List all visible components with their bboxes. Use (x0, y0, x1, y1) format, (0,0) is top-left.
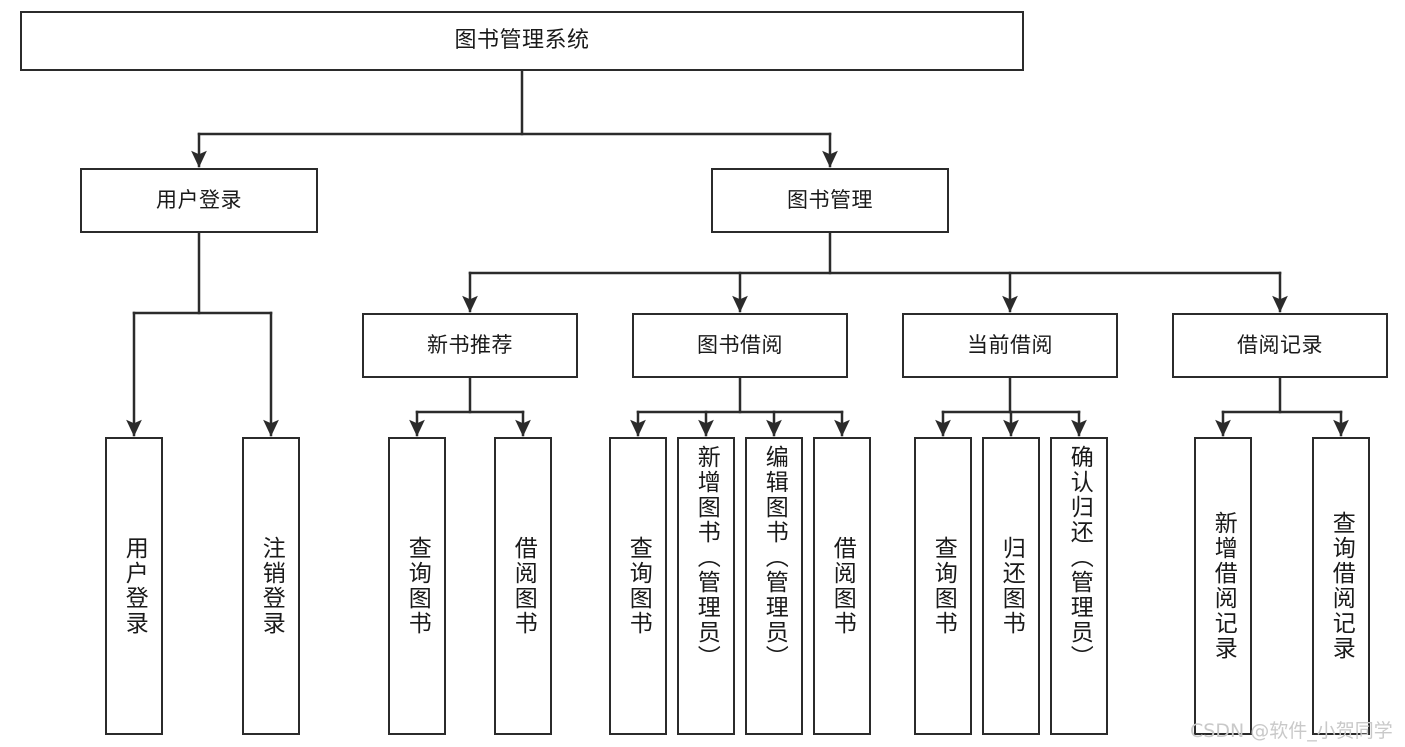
node-leaf-confirm-return[interactable]: 确认归还（管理员） (1050, 437, 1108, 735)
node-user-login-label: 用户登录 (156, 188, 242, 213)
node-leaf-query-book-1[interactable]: 查询图书 (388, 437, 446, 735)
node-leaf-query-book-2[interactable]: 查询图书 (609, 437, 667, 735)
node-leaf-confirm-return-label: 确认归还（管理员） (1066, 445, 1093, 670)
csdn-watermark: CSDN @软件_小贺同学 (1190, 720, 1393, 742)
node-leaf-edit-book-label: 编辑图书（管理员） (761, 445, 788, 670)
node-leaf-user-login[interactable]: 用户登录 (105, 437, 163, 735)
node-leaf-add-book[interactable]: 新增图书（管理员） (677, 437, 735, 735)
node-leaf-query-book-3-label: 查询图书 (930, 536, 957, 636)
node-leaf-add-record[interactable]: 新增借阅记录 (1194, 437, 1252, 735)
node-leaf-query-record[interactable]: 查询借阅记录 (1312, 437, 1370, 735)
node-leaf-add-record-label: 新增借阅记录 (1210, 511, 1237, 661)
node-current-borrow-label: 当前借阅 (967, 333, 1053, 358)
node-root[interactable]: 图书管理系统 (20, 11, 1024, 71)
node-current-borrow[interactable]: 当前借阅 (902, 313, 1118, 378)
node-new-book-recommend[interactable]: 新书推荐 (362, 313, 578, 378)
node-leaf-return-book-label: 归还图书 (998, 536, 1025, 636)
node-leaf-borrow-book-2[interactable]: 借阅图书 (813, 437, 871, 735)
node-leaf-borrow-book-1[interactable]: 借阅图书 (494, 437, 552, 735)
node-leaf-query-record-label: 查询借阅记录 (1328, 511, 1355, 661)
node-leaf-edit-book[interactable]: 编辑图书（管理员） (745, 437, 803, 735)
node-borrow-record[interactable]: 借阅记录 (1172, 313, 1388, 378)
node-book-manage[interactable]: 图书管理 (711, 168, 949, 233)
node-root-label: 图书管理系统 (454, 28, 590, 54)
node-borrow-record-label: 借阅记录 (1237, 333, 1323, 358)
node-leaf-borrow-book-2-label: 借阅图书 (829, 536, 856, 636)
node-leaf-user-login-label: 用户登录 (121, 536, 148, 636)
node-leaf-user-logout[interactable]: 注销登录 (242, 437, 300, 735)
node-leaf-query-book-2-label: 查询图书 (625, 536, 652, 636)
node-book-manage-label: 图书管理 (787, 188, 873, 213)
node-leaf-return-book[interactable]: 归还图书 (982, 437, 1040, 735)
node-leaf-add-book-label: 新增图书（管理员） (693, 445, 720, 670)
node-leaf-borrow-book-1-label: 借阅图书 (510, 536, 537, 636)
node-leaf-user-logout-label: 注销登录 (258, 536, 285, 636)
node-new-book-recommend-label: 新书推荐 (427, 333, 513, 358)
node-book-borrow-label: 图书借阅 (697, 333, 783, 358)
node-book-borrow[interactable]: 图书借阅 (632, 313, 848, 378)
node-user-login[interactable]: 用户登录 (80, 168, 318, 233)
node-leaf-query-book-1-label: 查询图书 (404, 536, 431, 636)
node-leaf-query-book-3[interactable]: 查询图书 (914, 437, 972, 735)
